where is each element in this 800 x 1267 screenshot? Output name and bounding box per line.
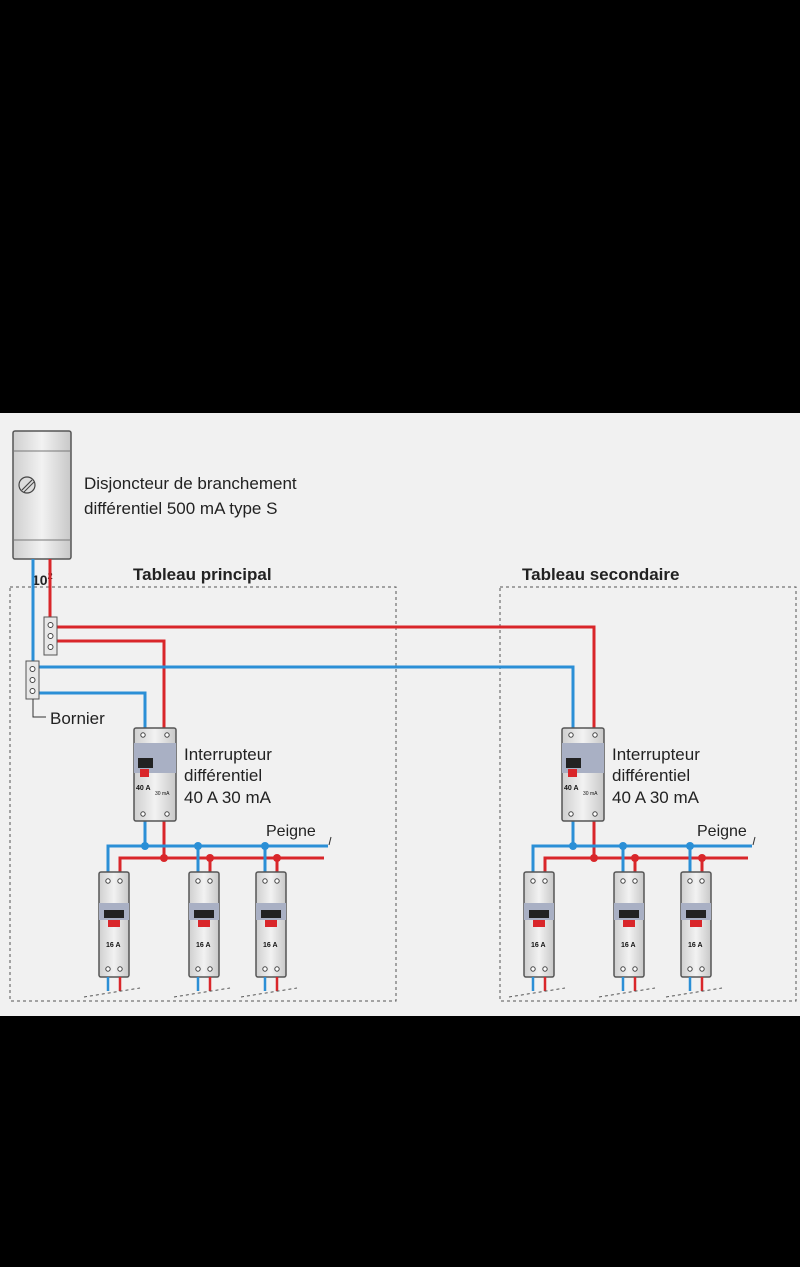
- neutral-terminal-block: [25, 660, 40, 700]
- svg-text:16 A: 16 A: [688, 942, 703, 949]
- svg-text:16 A: 16 A: [263, 942, 278, 949]
- main-rcd-label-line3: 40 A 30 mA: [184, 788, 272, 807]
- main-rcd: 40 A 30 mA: [133, 727, 177, 822]
- wiring-diagram-panel: Disjoncteur de branchement différentiel …: [0, 413, 800, 1016]
- secondary-breaker-1: 16 A: [523, 871, 555, 978]
- svg-text:16 A: 16 A: [196, 942, 211, 949]
- secondary-board-frame: [499, 586, 797, 1002]
- main-breaker-label-line2: différentiel 500 mA type S: [84, 499, 277, 518]
- secondary-rcd: 40 A 30 mA: [561, 727, 605, 822]
- phase-to-secondary-rcd: [50, 625, 596, 731]
- wiring-diagram: Disjoncteur de branchement différentiel …: [9, 430, 797, 1002]
- secondary-rcd-label-line1: Interrupteur: [612, 745, 700, 764]
- svg-text:16 A: 16 A: [106, 942, 121, 949]
- main-board-title: Tableau principal: [133, 565, 272, 584]
- secondary-breaker-2: 16 A: [613, 871, 645, 978]
- main-breaker-1: 16 A: [98, 871, 130, 978]
- main-board-frame: [9, 586, 397, 1002]
- secondary-comb: [531, 844, 752, 872]
- phase-to-main-rcd: [50, 639, 166, 731]
- neutral-to-secondary-rcd: [37, 665, 575, 731]
- svg-text:40 A: 40 A: [136, 785, 151, 792]
- main-comb-label: Peigne: [266, 823, 316, 840]
- main-rcd-label-line1: Interrupteur: [184, 745, 272, 764]
- secondary-rcd-label-line3: 40 A 30 mA: [612, 788, 700, 807]
- neutral-to-main-rcd: [37, 691, 147, 731]
- terminal-block-label: Bornier: [50, 709, 105, 728]
- svg-text:16 A: 16 A: [621, 942, 636, 949]
- outgoing-circuit-wires: [106, 977, 704, 991]
- secondary-breaker-3: 16 A: [680, 871, 712, 978]
- main-breaker: [12, 430, 72, 560]
- svg-text:16 A: 16 A: [531, 942, 546, 949]
- phase-terminal-block: [43, 616, 58, 656]
- main-breaker-3: 16 A: [255, 871, 287, 978]
- main-comb: [106, 844, 328, 872]
- svg-text:30 mA: 30 mA: [155, 791, 170, 797]
- svg-text:30 mA: 30 mA: [583, 791, 598, 797]
- main-breaker-2: 16 A: [188, 871, 220, 978]
- main-breaker-label-line1: Disjoncteur de branchement: [84, 474, 297, 493]
- secondary-board-title: Tableau secondaire: [522, 565, 679, 584]
- secondary-comb-label: Peigne: [697, 823, 747, 840]
- secondary-rcd-label-line2: différentiel: [612, 766, 690, 785]
- main-rcd-label-line2: différentiel: [184, 766, 262, 785]
- svg-text:40 A: 40 A: [564, 785, 579, 792]
